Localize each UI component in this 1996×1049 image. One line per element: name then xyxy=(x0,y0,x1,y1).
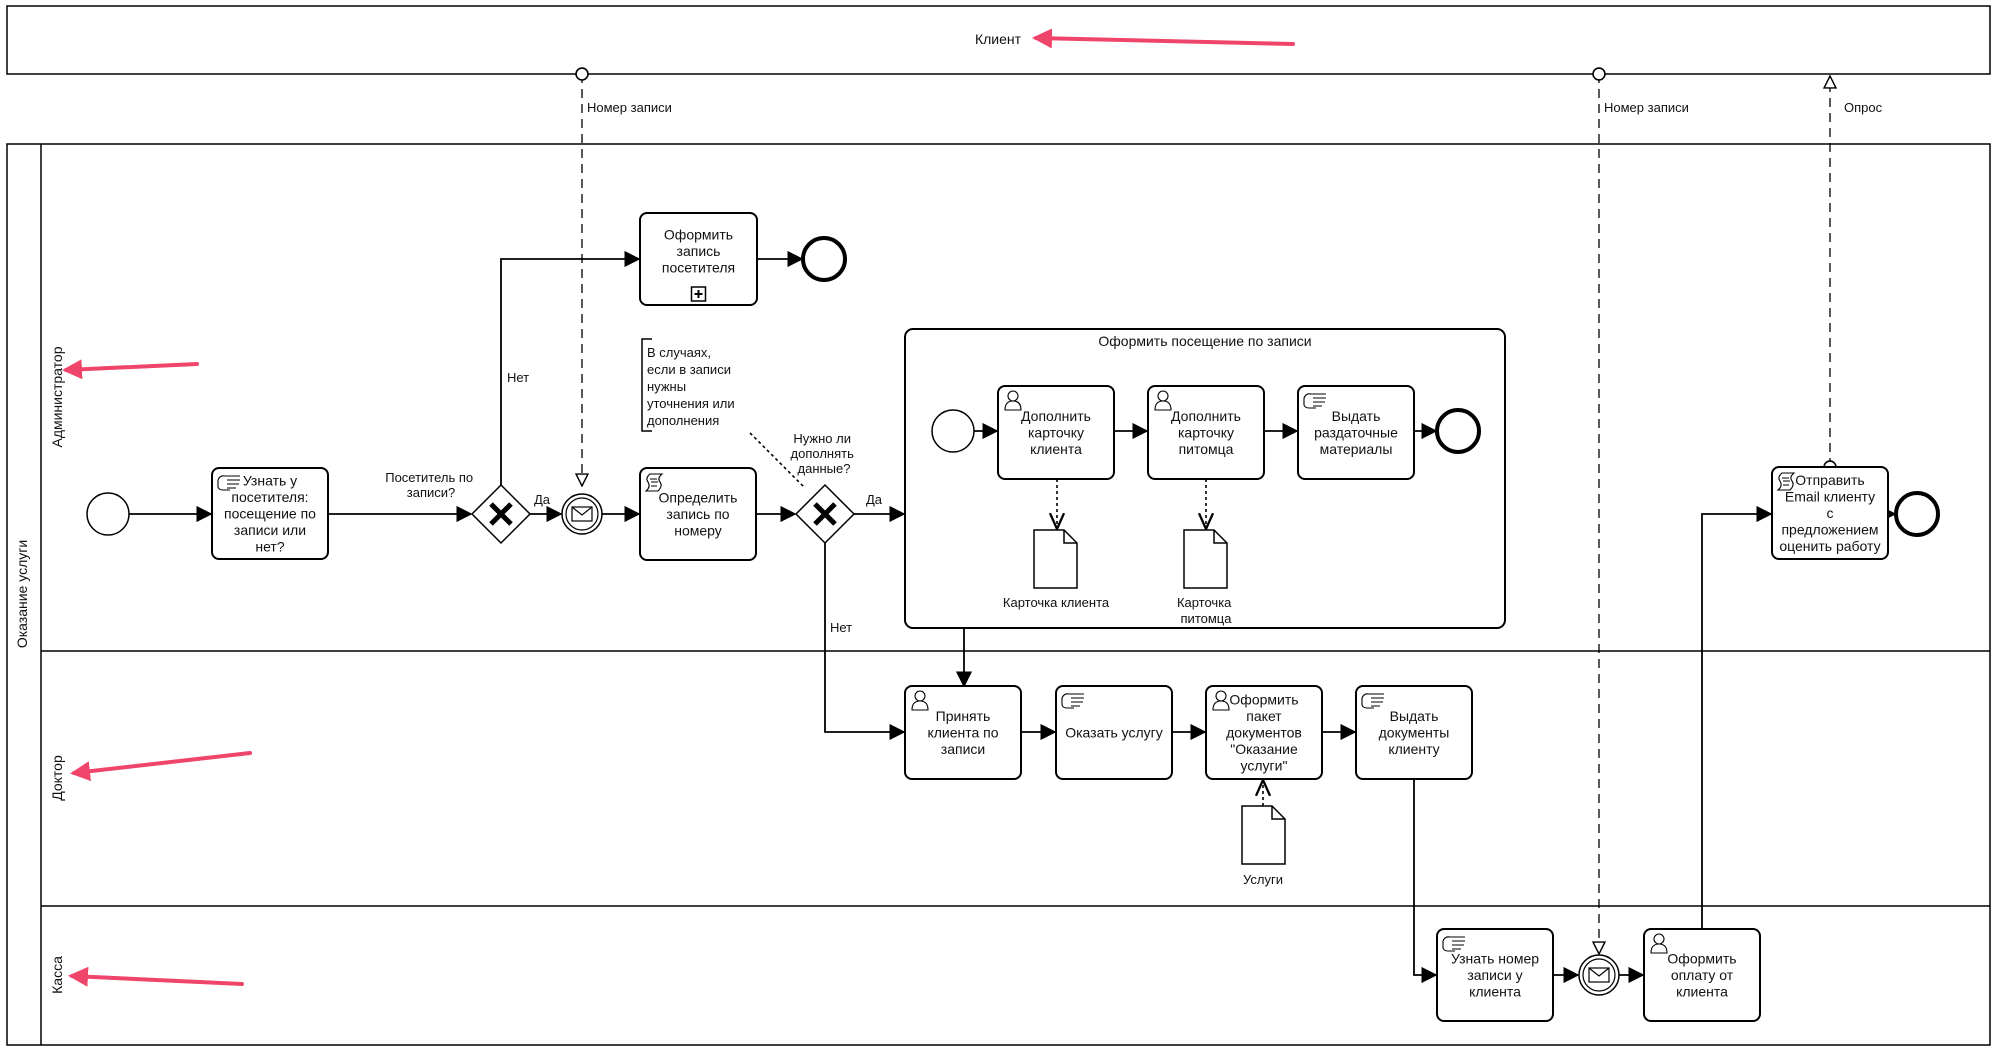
gateway-need-supplement-yes: Да xyxy=(866,492,883,507)
annotation-text: В случаях, если в записи нужны уточнения… xyxy=(647,345,738,428)
script-task-icon xyxy=(1776,472,1796,491)
gateway-visitor-booked[interactable] xyxy=(470,483,532,545)
pool-client: Клиент xyxy=(6,5,1991,75)
manual-task-icon xyxy=(1303,393,1326,409)
data-object-pet-card[interactable] xyxy=(1183,529,1228,589)
document-icon xyxy=(1033,529,1078,589)
subprocess-title: Оформить посещение по записи xyxy=(1098,333,1311,349)
start-event-subprocess[interactable] xyxy=(931,409,975,453)
gateway-need-supplement-no: Нет xyxy=(830,620,852,635)
message-catch-event-2[interactable] xyxy=(1578,954,1620,996)
pool-client-label: Клиент xyxy=(975,31,1022,47)
user-task-icon xyxy=(1004,390,1022,411)
data-object-client-card-label: Карточка клиента xyxy=(1003,595,1110,610)
highlight-arrows xyxy=(62,28,1295,987)
message-label-number-1: Номер записи xyxy=(587,100,672,115)
lane-doctor-label: Доктор xyxy=(49,755,65,801)
gateway-need-supplement-question: Нужно ли дополнять данные? xyxy=(791,431,858,476)
document-icon xyxy=(1241,805,1286,865)
message-flows xyxy=(582,74,1830,954)
exclusive-x-icon xyxy=(489,502,513,526)
gateway-visitor-booked-no: Нет xyxy=(507,370,529,385)
sequence-flows xyxy=(129,250,1897,984)
end-event-subprocess[interactable] xyxy=(1435,408,1481,454)
gateway-visitor-booked-yes: Да xyxy=(534,492,551,507)
lane-cashier-label: Касса xyxy=(49,956,65,994)
pink-arrow-admin xyxy=(62,359,199,380)
user-task-icon xyxy=(1212,690,1230,711)
document-icon xyxy=(1183,529,1228,589)
message-catch-event-1[interactable] xyxy=(561,493,603,535)
manual-task-icon xyxy=(1361,693,1384,709)
data-object-services[interactable] xyxy=(1241,805,1286,865)
message-label-survey: Опрос xyxy=(1844,100,1883,115)
end-event-main[interactable] xyxy=(1894,491,1940,537)
message-label-number-2: Номер записи xyxy=(1604,100,1689,115)
script-task-icon xyxy=(644,473,664,492)
user-task-icon xyxy=(1154,390,1172,411)
subprocess-plus-icon xyxy=(690,286,707,302)
data-object-services-label: Услуги xyxy=(1243,872,1283,887)
gateway-visitor-booked-question: Посетитель по записи? xyxy=(385,470,477,500)
data-associations xyxy=(749,432,1263,806)
manual-task-icon xyxy=(1061,693,1084,709)
pool-service-label: Оказание услуги xyxy=(14,540,30,648)
end-event-register[interactable] xyxy=(801,236,847,282)
start-event-main[interactable] xyxy=(86,492,130,536)
manual-task-icon xyxy=(217,475,240,491)
lane-admin-label: Администратор xyxy=(49,346,65,447)
data-object-client-card[interactable] xyxy=(1033,529,1078,589)
pink-arrow-client xyxy=(1032,28,1295,49)
pink-arrow-cashier xyxy=(68,966,244,987)
data-object-pet-card-label: Карточка питомца xyxy=(1177,595,1235,626)
user-task-icon xyxy=(1650,933,1668,954)
text-annotation: В случаях, если в записи нужны уточнения… xyxy=(641,338,738,432)
manual-task-icon xyxy=(1442,936,1465,952)
pink-arrow-doctor xyxy=(70,751,252,782)
task-provide-service-label: Оказать услугу xyxy=(1065,725,1163,741)
user-task-icon xyxy=(911,690,929,711)
exclusive-x-icon xyxy=(813,502,837,526)
task-provide-service[interactable]: Оказать услугу xyxy=(1055,685,1173,780)
